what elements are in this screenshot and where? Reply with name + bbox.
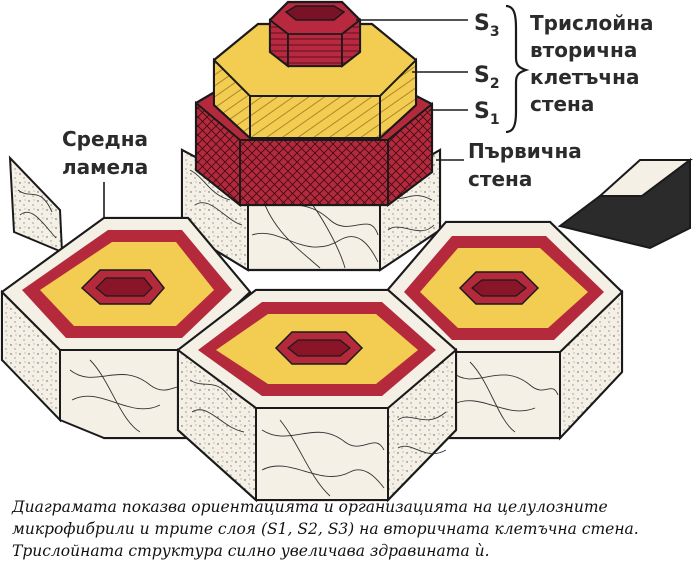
label-s3: S3	[474, 11, 500, 40]
partial-cell-left	[8, 155, 64, 254]
partial-cell-right	[557, 158, 693, 250]
hex-cell-center	[176, 288, 458, 503]
secondary-wall-brace	[505, 4, 530, 134]
label-secondary-wall: Трислойна вторична клетъчна стена	[530, 11, 661, 116]
label-s1: S1	[474, 99, 500, 128]
label-s2: S2	[474, 63, 500, 92]
leader-lines	[103, 4, 530, 218]
layer-s2	[212, 22, 418, 141]
label-middle-lamella: Средна ламела	[62, 127, 155, 179]
caption: Диаграмата показва ориентацията и органи…	[12, 498, 639, 560]
label-primary-wall: Първична стена	[468, 139, 589, 191]
labels: S3 S2 S1 Трислойна вторична клетъчна сте…	[62, 11, 661, 191]
layer-s3	[268, 0, 362, 68]
